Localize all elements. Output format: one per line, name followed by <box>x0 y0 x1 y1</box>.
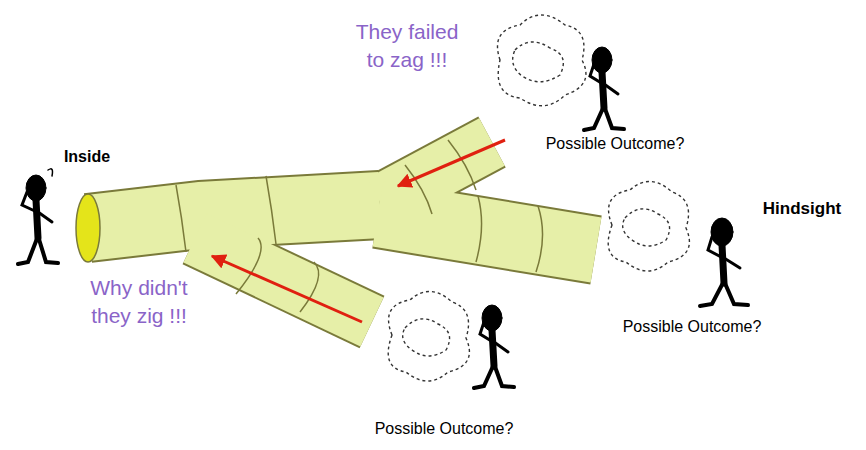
outcome-label: Possible Outcome? <box>520 133 710 155</box>
outcome-label: Possible Outcome? <box>344 418 544 440</box>
figure-bottom <box>474 305 514 388</box>
pipe-opening <box>76 194 100 262</box>
viewpoint-label: Hindsight <box>752 198 852 221</box>
red-arrows <box>212 140 505 322</box>
stick-figures <box>18 47 748 388</box>
callout-note: Why didn't they zig !!! <box>74 274 204 331</box>
viewpoint-label: Inside <box>52 146 122 168</box>
figure-top <box>584 47 624 130</box>
figure-inside <box>18 169 58 264</box>
callout-note: They failed to zag !!! <box>352 18 462 75</box>
outcome-label: Possible Outcome? <box>592 316 792 338</box>
figure-right <box>700 218 748 306</box>
pipe-rings <box>176 140 543 312</box>
